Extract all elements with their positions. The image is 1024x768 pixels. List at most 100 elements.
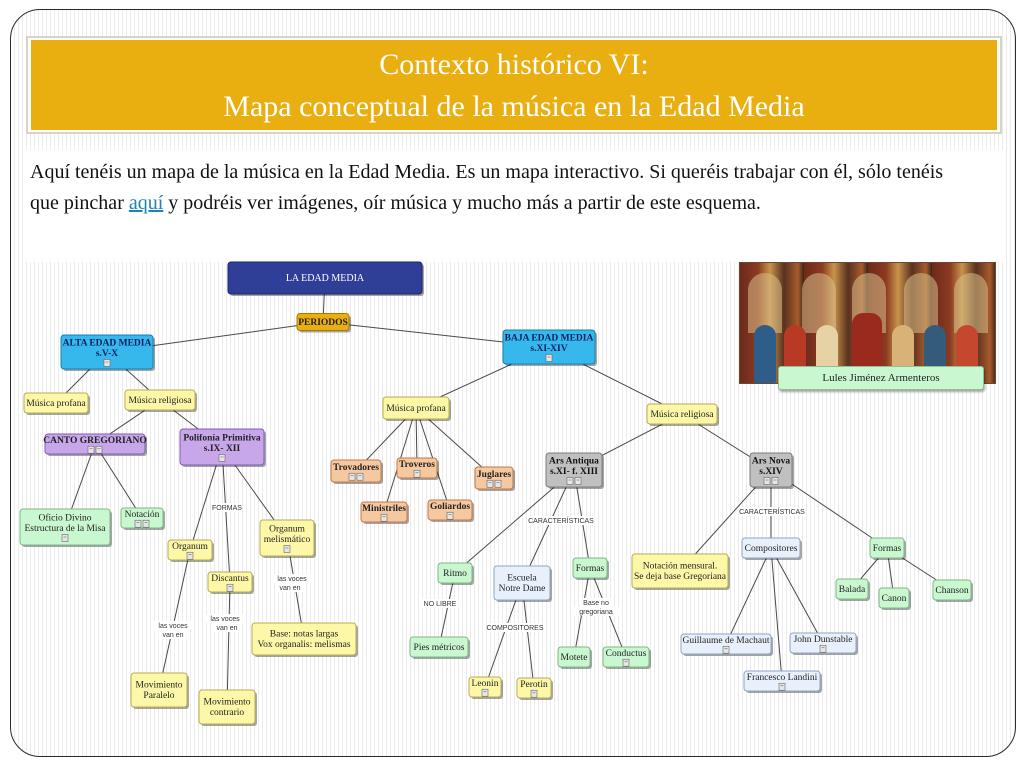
concept-node-notacion_mensural[interactable]: Notación mensural.Se deja base Gregorian… (631, 553, 730, 590)
concept-node-formas2[interactable]: Formas (869, 537, 906, 560)
attachment-icon[interactable] (494, 479, 502, 488)
attachment-icon[interactable] (380, 513, 388, 522)
concept-node-landini[interactable]: Francesco Landini (743, 670, 822, 693)
attachment-icon[interactable] (186, 551, 194, 560)
concept-node-goliardos[interactable]: Goliardos (427, 499, 474, 522)
connector-label: FORMAS (212, 505, 242, 512)
attachment-icon[interactable] (819, 644, 827, 653)
connector-label-bg (271, 574, 313, 583)
node-label: LA EDAD MEDIA (286, 273, 365, 284)
concept-node-formas1[interactable]: Formas (572, 557, 609, 580)
concept-node-perotin[interactable]: Perotin (516, 677, 553, 700)
attachment-icon[interactable] (486, 479, 494, 488)
attachment-icon[interactable] (566, 477, 574, 485)
attachment-icon[interactable] (446, 511, 454, 520)
node-box (19, 508, 111, 546)
attachment-icon[interactable] (283, 545, 291, 553)
node-box (360, 501, 408, 523)
attachment-icon[interactable] (622, 658, 630, 667)
attachment-icon[interactable] (348, 472, 356, 481)
connector-label-bg (527, 516, 595, 525)
concept-node-gregoriano[interactable]: CANTO GREGORIANO (43, 433, 147, 456)
concept-node-conductus[interactable]: Conductus (602, 646, 651, 669)
attachment-icon[interactable] (134, 519, 142, 528)
attachment-icon[interactable] (95, 445, 103, 454)
concept-node-profana2[interactable]: Música profana (382, 396, 451, 421)
attachment-icon[interactable] (763, 477, 771, 485)
node-box (251, 622, 357, 656)
connector-label-bg (212, 503, 242, 512)
interactive-map-link[interactable]: aquí (128, 192, 164, 214)
node-label: Ars Antiqua (549, 457, 599, 467)
attachment-icon[interactable] (722, 645, 730, 654)
attachment-icon[interactable] (103, 359, 111, 367)
attachment-icon[interactable] (574, 477, 582, 485)
attachment-icon[interactable] (413, 469, 421, 478)
concept-node-canon[interactable]: Canon (878, 587, 911, 610)
attachment-icon[interactable] (778, 682, 786, 691)
concept-node-ministriles[interactable]: Ministriles (360, 501, 409, 524)
attachment-icon[interactable] (87, 445, 95, 454)
concept-node-notacion1[interactable]: Notación (120, 507, 165, 530)
node-box (167, 539, 213, 561)
node-label: Ministriles (362, 504, 406, 514)
attachment-icon[interactable] (356, 472, 364, 481)
attachment-icon[interactable] (61, 534, 69, 542)
node-label: Balada (839, 585, 866, 595)
body-text-part-1: Aquí tenéis un mapa de la música en la E… (30, 161, 944, 214)
attachment-icon[interactable] (481, 688, 489, 697)
attachment-icon[interactable] (545, 354, 553, 362)
node-box (557, 646, 591, 668)
concept-node-organum[interactable]: Organum (167, 539, 214, 562)
body-text-part-2: y podréis ver imágenes, oír música y muc… (163, 192, 761, 214)
attachment-icon[interactable] (218, 454, 226, 462)
node-label: PERIODOS (298, 318, 348, 328)
concept-node-balada[interactable]: Balada (835, 578, 870, 601)
concept-node-profana1[interactable]: Música profana (23, 392, 90, 415)
connector-line (158, 549, 191, 691)
concept-node-discantus[interactable]: Discantus (207, 571, 254, 594)
concept-node-troveros[interactable]: Troveros (396, 457, 439, 480)
node-box (330, 459, 382, 483)
concept-node-trovadores[interactable]: Trovadores (330, 459, 383, 484)
connector-label: COMPOSITORES (486, 625, 543, 632)
concept-node-religiosa1[interactable]: Música religiosa (124, 389, 197, 412)
concept-node-ritmo[interactable]: Ritmo (437, 562, 474, 585)
attachment-icon[interactable] (142, 519, 150, 528)
concept-node-juglares[interactable]: Juglares (474, 466, 515, 491)
node-label: Leonin (472, 679, 499, 689)
concept-node-compositores[interactable]: Compositores (741, 537, 802, 560)
node-label: melismático (264, 535, 311, 545)
node-label: contrario (210, 708, 245, 718)
concept-node-leonin[interactable]: Leonin (468, 676, 503, 699)
concept-node-chanson[interactable]: Chanson (932, 579, 973, 602)
attachment-icon[interactable] (226, 583, 234, 592)
node-label: Movimiento (136, 681, 183, 691)
attachment-icon[interactable] (771, 477, 779, 485)
concept-node-machaut[interactable]: Guillaume de Machaut (680, 633, 773, 656)
attachment-icon[interactable] (530, 689, 538, 698)
concept-node-motete[interactable]: Motete (557, 646, 592, 669)
concept-node-pies[interactable]: Pies métricos (409, 636, 470, 659)
concept-node-root[interactable]: LA EDAD MEDIA (227, 261, 424, 296)
node-label: Notación (125, 510, 160, 520)
node-box (259, 519, 315, 557)
concept-node-dunstable[interactable]: John Dunstable (789, 632, 858, 655)
connector-label: NO LIBRE (424, 601, 457, 608)
node-box (124, 389, 196, 411)
concept-node-periodos[interactable]: PERIODOS (296, 313, 351, 333)
node-label: Polifonía Primitiva (183, 434, 261, 444)
concept-node-religiosa2[interactable]: Música religiosa (646, 403, 719, 426)
node-box (60, 334, 154, 370)
